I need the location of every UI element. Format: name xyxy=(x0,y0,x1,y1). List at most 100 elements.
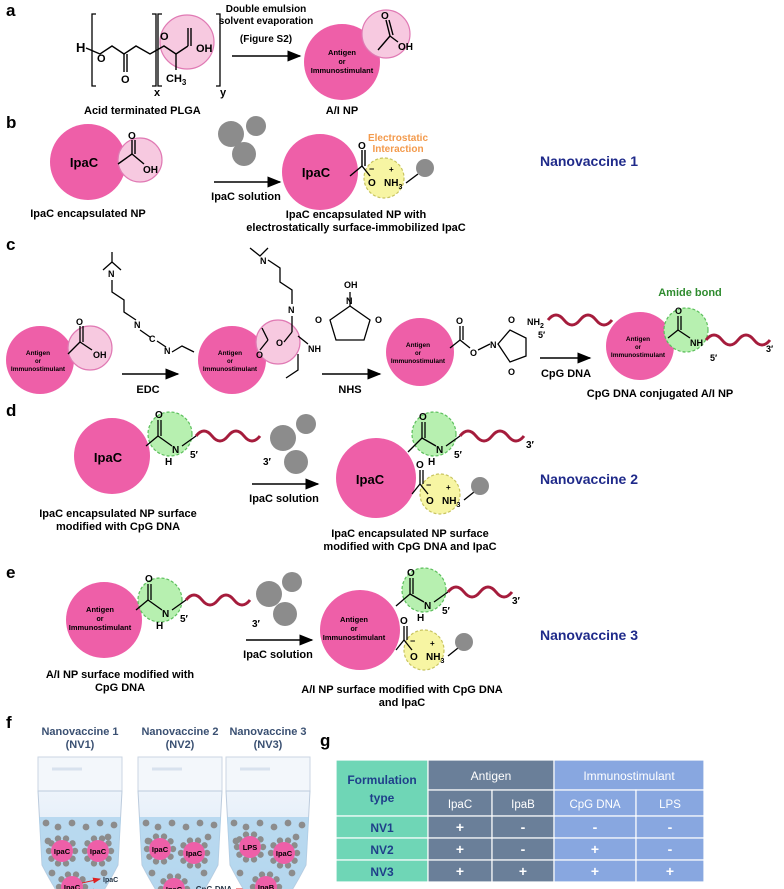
e-amide-highlight-1 xyxy=(137,577,183,623)
d1-bond xyxy=(145,435,159,447)
protein-dot xyxy=(204,833,212,841)
c3-o-ester: O xyxy=(470,348,477,358)
c3-n: N xyxy=(490,340,497,350)
panel-label-e: e xyxy=(6,563,15,582)
o-atom-1: O xyxy=(97,53,106,65)
c-np-final xyxy=(606,312,674,380)
protein-dot xyxy=(182,823,190,831)
ai-np-o: O xyxy=(381,11,389,22)
edc-label: EDC xyxy=(136,384,159,396)
protein-dot xyxy=(284,837,292,844)
d2-5prime: 5′ xyxy=(454,450,463,461)
b2-np-particle xyxy=(282,134,358,210)
protein-dot xyxy=(194,862,202,869)
panel-e: e O N H 5′ 3′ Antigen or Immunostimulant… xyxy=(6,563,638,709)
tube-title: Nanovaccine 3 xyxy=(229,726,306,738)
e1-3prime: 3′ xyxy=(252,619,261,630)
carboxyl-highlight xyxy=(159,14,215,70)
e1-cn xyxy=(147,599,163,611)
protein-dot xyxy=(98,860,106,867)
d2-bond-2 xyxy=(411,483,421,495)
e1-np-text-3: Immunostimulant xyxy=(69,623,132,632)
ai-np-carboxyl-highlight xyxy=(361,9,411,59)
nhs-oh: OH xyxy=(344,280,358,290)
header-formulation-type: type xyxy=(370,791,395,805)
ai-np-text-2: or xyxy=(339,59,346,66)
b2-link xyxy=(405,173,419,184)
protein-dot xyxy=(258,871,266,878)
table-cell-value: - xyxy=(668,819,673,835)
tube-np-label: LPS xyxy=(243,843,258,852)
c2-co xyxy=(261,327,269,341)
d1-np-label: IpaC xyxy=(94,450,123,465)
c1-oh: OH xyxy=(93,350,107,360)
header-formulation: Formulation xyxy=(347,773,416,787)
protein-dot xyxy=(250,856,258,863)
e2-minus: − xyxy=(410,636,415,646)
panel-c: c O OH Antigen or Immunostimulant N N C … xyxy=(6,235,773,400)
protein-dot xyxy=(45,847,53,855)
protein-dot xyxy=(256,819,264,827)
tube-title: Nanovaccine 1 xyxy=(41,726,118,738)
e2-3prime: 3′ xyxy=(512,596,521,607)
o-atom-2: O xyxy=(121,74,130,86)
protein-dot xyxy=(232,142,256,166)
c3-bond xyxy=(449,339,461,349)
edc-n-1: N xyxy=(108,269,115,279)
d-left-caption-1: IpaC encapsulated NP surface xyxy=(39,508,197,520)
edc-n-3: N xyxy=(164,346,171,356)
e1-5prime: 5′ xyxy=(180,614,189,625)
d-np-1 xyxy=(74,418,150,494)
d2-ominus: O xyxy=(426,496,434,507)
c2-np-text-1: Antigen xyxy=(218,350,242,357)
protein-dot xyxy=(62,835,70,842)
e2-np-text-1: Antigen xyxy=(340,615,368,624)
e-np-1 xyxy=(66,582,142,658)
tube-nv1: Nanovaccine 1(NV1)IpaCIpaCIpaCIpaCNP xyxy=(37,726,123,889)
c-np-2 xyxy=(198,326,266,394)
header-formulation-cell xyxy=(335,759,429,817)
protein-dot xyxy=(169,845,177,853)
c-np-3 xyxy=(386,318,454,386)
ai-np-caption: A/I NP xyxy=(326,105,358,117)
panel-f: f Nanovaccine 1(NV1)IpaCIpaCIpaCIpaCNPNa… xyxy=(6,713,311,889)
tube-cap xyxy=(37,756,123,792)
cpg-5prime: 5′ xyxy=(538,330,545,340)
row-name-nv3: NV3 xyxy=(370,865,394,879)
c2-n: N xyxy=(288,305,295,315)
protein-dot xyxy=(157,885,165,889)
e1-n: N xyxy=(162,609,169,620)
protein-dot xyxy=(250,831,258,838)
tube-np-label: IpaC xyxy=(186,849,203,858)
protein-dot xyxy=(68,819,76,827)
edc-cn xyxy=(156,340,167,348)
protein-dot xyxy=(275,883,283,889)
protein-dot xyxy=(64,871,72,878)
table-cell-value: + xyxy=(456,819,464,835)
c2-nh: NH xyxy=(308,344,321,354)
legend-cpg: CpG DNA xyxy=(196,885,233,889)
protein-dot xyxy=(168,819,176,827)
protein-dot xyxy=(98,835,106,842)
c1-bond xyxy=(67,341,81,355)
b-oh: OH xyxy=(143,165,158,176)
tube-title: Nanovaccine 2 xyxy=(141,726,218,738)
d-right-caption-1: IpaC encapsulated NP surface xyxy=(331,528,489,540)
protein-dot xyxy=(210,821,218,829)
header-immunostimulant: Immunostimulant xyxy=(583,769,675,783)
protein-dot xyxy=(270,425,296,451)
e1-link xyxy=(171,599,187,611)
panel-d: d O N H 5′ 3′ IpaC IpaC encapsulated NP … xyxy=(6,401,638,553)
tube-np xyxy=(183,842,205,864)
e1-o: O xyxy=(145,574,153,585)
cf-3prime: 3′ xyxy=(766,344,773,354)
panel-b: b O OH IpaC IpaC encapsulated NP IpaC so… xyxy=(6,113,638,234)
table-cell-value: - xyxy=(521,819,526,835)
subheader-cell xyxy=(553,789,637,817)
protein-dot xyxy=(236,869,244,877)
edc-c: C xyxy=(149,334,156,344)
e2-ominus: O xyxy=(410,652,418,663)
tube-np xyxy=(87,840,109,862)
ai-np-oh: OH xyxy=(398,42,413,53)
h-atom: H xyxy=(76,40,85,55)
